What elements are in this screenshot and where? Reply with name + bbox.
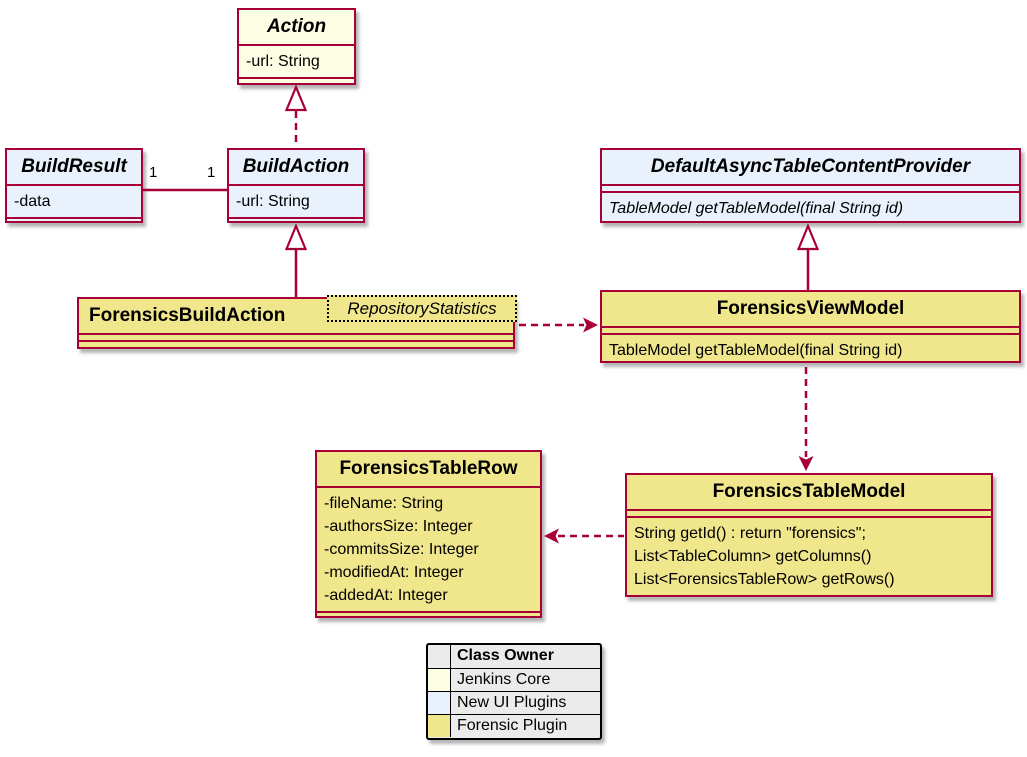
class-title: DefaultAsyncTableContentProvider bbox=[602, 150, 1019, 186]
filled-arrow-icon bbox=[544, 528, 559, 544]
class-forensics-view-model: ForensicsViewModel TableModel getTableMo… bbox=[600, 290, 1021, 363]
method: TableModel getTableModel(final String id… bbox=[609, 342, 903, 359]
legend-header-row: Class Owner bbox=[428, 645, 600, 668]
class-methods: TableModel getTableModel(final String id… bbox=[602, 335, 1019, 366]
class-title: Action bbox=[239, 10, 354, 46]
class-action: Action -url: String bbox=[237, 8, 356, 85]
class-title: ForensicsBuildAction bbox=[79, 299, 513, 335]
class-methods-empty bbox=[239, 79, 354, 83]
class-build-action: BuildAction -url: String bbox=[227, 148, 365, 223]
class-fields-empty bbox=[602, 328, 1019, 335]
class-forensics-table-row: ForensicsTableRow -fileName: String -aut… bbox=[315, 450, 542, 618]
class-default-async-table-content-provider: DefaultAsyncTableContentProvider TableMo… bbox=[600, 148, 1021, 223]
legend: Class Owner Jenkins Core New UI Plugins … bbox=[426, 643, 602, 740]
class-fields-empty bbox=[79, 335, 513, 342]
field: -addedAt: Integer bbox=[324, 587, 448, 604]
legend-color-swatch bbox=[428, 715, 451, 737]
class-methods-empty bbox=[229, 219, 363, 221]
generic-note-repository-statistics: RepositoryStatistics bbox=[327, 295, 517, 322]
field: -data bbox=[14, 193, 51, 210]
legend-header-label: Class Owner bbox=[457, 647, 554, 664]
class-title: BuildResult bbox=[7, 150, 141, 186]
method: String getId() : return "forensics"; bbox=[634, 525, 866, 542]
class-fields: -url: String bbox=[239, 46, 354, 79]
field: -url: String bbox=[246, 53, 320, 70]
legend-row-new-ui-plugins: New UI Plugins bbox=[428, 691, 600, 714]
class-methods: TableModel getTableModel(final String id… bbox=[602, 193, 1019, 224]
legend-row-label: Jenkins Core bbox=[457, 671, 551, 688]
hollow-triangle-arrow-icon bbox=[796, 223, 820, 251]
class-methods-empty bbox=[79, 342, 513, 347]
class-fields-empty bbox=[602, 186, 1019, 193]
field: -modifiedAt: Integer bbox=[324, 564, 464, 581]
class-methods-empty bbox=[317, 613, 540, 616]
filled-arrow-icon bbox=[798, 456, 814, 471]
filled-arrow-icon bbox=[583, 317, 598, 333]
legend-row-label: New UI Plugins bbox=[457, 694, 567, 711]
class-fields: -url: String bbox=[229, 186, 363, 219]
legend-row-jenkins-core: Jenkins Core bbox=[428, 668, 600, 691]
multiplicity-label: 1 bbox=[149, 164, 158, 181]
field: -url: String bbox=[236, 193, 310, 210]
multiplicity-label: 1 bbox=[207, 164, 216, 181]
class-fields: -data bbox=[7, 186, 141, 219]
class-title: BuildAction bbox=[229, 150, 363, 186]
field: -fileName: String bbox=[324, 495, 444, 512]
class-methods-empty bbox=[7, 219, 141, 221]
class-title: ForensicsTableModel bbox=[627, 475, 991, 511]
class-forensics-table-model: ForensicsTableModel String getId() : ret… bbox=[625, 473, 993, 597]
legend-row-label: Forensic Plugin bbox=[457, 717, 568, 734]
legend-color-swatch bbox=[428, 645, 451, 668]
hollow-triangle-arrow-icon bbox=[284, 223, 308, 251]
method: List<TableColumn> getColumns() bbox=[634, 548, 872, 565]
class-build-result: BuildResult -data bbox=[5, 148, 143, 223]
method: TableModel getTableModel(final String id… bbox=[609, 200, 904, 217]
class-methods: String getId() : return "forensics"; Lis… bbox=[627, 518, 991, 595]
class-title: ForensicsViewModel bbox=[602, 292, 1019, 328]
legend-color-swatch bbox=[428, 692, 451, 714]
hollow-triangle-arrow-icon bbox=[284, 84, 308, 112]
legend-color-swatch bbox=[428, 669, 451, 691]
legend-row-forensic-plugin: Forensic Plugin bbox=[428, 714, 600, 737]
class-fields: -fileName: String -authorsSize: Integer … bbox=[317, 488, 540, 613]
class-fields-empty bbox=[627, 511, 991, 518]
field: -commitsSize: Integer bbox=[324, 541, 479, 558]
field: -authorsSize: Integer bbox=[324, 518, 473, 535]
method: List<ForensicsTableRow> getRows() bbox=[634, 571, 895, 588]
class-title: ForensicsTableRow bbox=[317, 452, 540, 488]
